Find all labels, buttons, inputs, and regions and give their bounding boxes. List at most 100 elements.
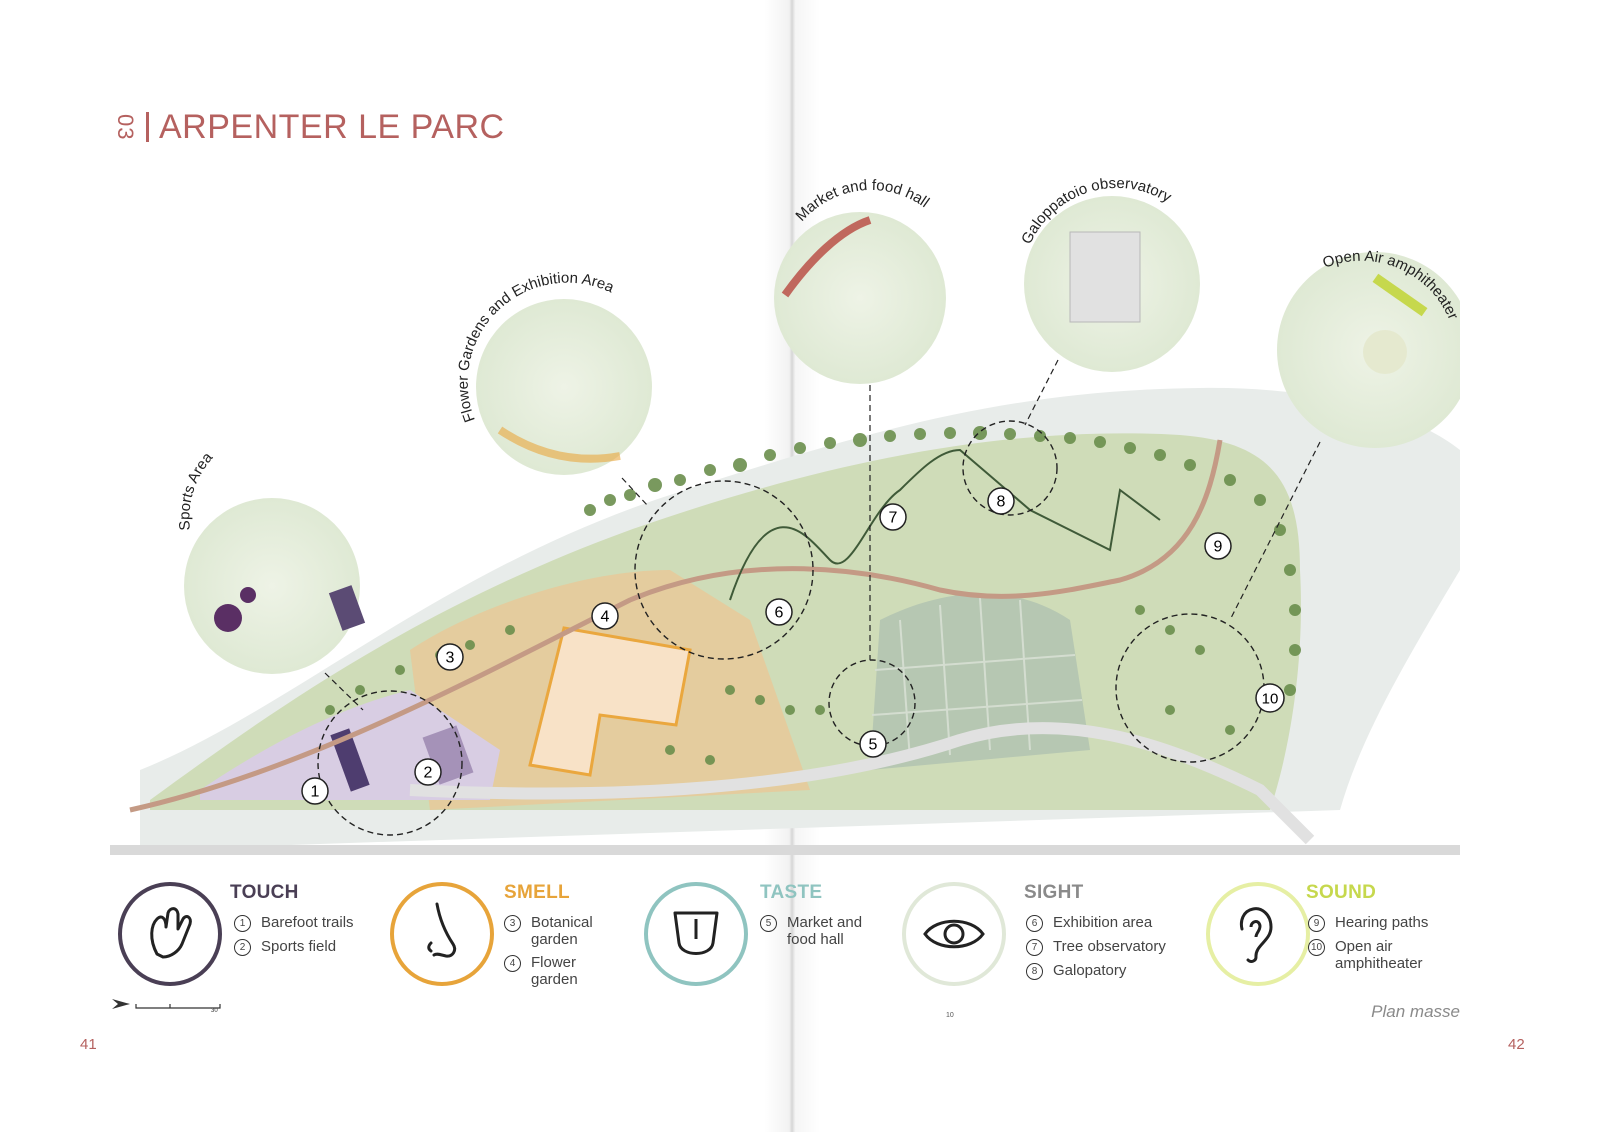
site-plan-svg	[110, 196, 1460, 855]
legend-sound: SOUND 9 Hearing paths 10 Open air amphithe…	[1206, 882, 1466, 992]
marker-1[interactable]: 1	[301, 777, 329, 805]
marker-7[interactable]: 7	[879, 503, 907, 531]
marker-6[interactable]: 6	[765, 598, 793, 626]
legend-item: 1 Barefoot trails	[234, 914, 354, 932]
legend-item: 2 Sports field	[234, 938, 354, 956]
amphitheater-label: Open Air amphitheater	[1321, 248, 1460, 322]
legend-sight: SIGHT 6 Exhibition area 7 Tree observatory…	[902, 882, 1202, 992]
legend-item: 9 Hearing paths	[1308, 914, 1448, 932]
legend-item-number: 5	[760, 915, 777, 932]
svg-text:7: 7	[889, 510, 898, 527]
galoppatoio-label: Galoppatoio observatory	[1018, 175, 1174, 247]
legend-item-number: 9	[1308, 915, 1325, 932]
tree-cluster	[325, 426, 1301, 765]
legend-item: 5 Market and food hall	[760, 914, 870, 948]
section-title: ARPENTER LE PARC	[159, 107, 505, 146]
marker-2[interactable]: 2	[414, 758, 442, 786]
legend-touch: TOUCH 1 Barefoot trails 2 Sports field	[118, 882, 378, 992]
legend-item-number: 8	[1026, 963, 1043, 980]
legend-item-label: Flower garden	[531, 954, 578, 988]
legend-items-touch: 1 Barefoot trails 2 Sports field	[234, 914, 354, 962]
section-heading: 03 ARPENTER LE PARC	[112, 104, 505, 150]
legend-item-label: Exhibition area	[1053, 914, 1153, 931]
tongue-icon	[644, 882, 748, 986]
marker-5[interactable]: 5	[859, 730, 887, 758]
hand-icon	[118, 882, 222, 986]
scale-label: 30	[211, 1008, 218, 1012]
legend-title-sight: SIGHT	[1024, 882, 1084, 903]
legend-item-label: Tree observatory	[1053, 938, 1166, 955]
ear-icon	[1206, 882, 1310, 986]
svg-text:6: 6	[775, 605, 784, 622]
eye-icon	[902, 882, 1006, 986]
legend-item-label: Market and food hall	[787, 914, 863, 948]
legend-items-sight: 6 Exhibition area 7 Tree observatory 8 Galo…	[1026, 914, 1166, 986]
marker-9[interactable]: 9	[1204, 532, 1232, 560]
svg-text:9: 9	[1214, 539, 1223, 556]
legend-item: 3 Botanical garden	[504, 914, 624, 948]
map-markers: 1 2 3 4 5 6 7 8 9 10	[301, 487, 1285, 805]
site-plan-map: Sports Area Flower Gardens and Exhibitio…	[110, 150, 1460, 870]
legend-items-sound: 9 Hearing paths 10 Open air amphitheater	[1308, 914, 1448, 978]
zigzag-trail	[729, 448, 1161, 601]
leader-lines	[324, 359, 1321, 711]
callout-labels: Sports Area Flower Gardens and Exhibitio…	[176, 175, 1460, 805]
legend-item-label: Sports field	[261, 938, 337, 955]
legend-item-label: Open air amphitheater	[1335, 938, 1423, 972]
marker-8[interactable]: 8	[987, 487, 1015, 515]
plan-caption: Plan masse	[1371, 1002, 1460, 1021]
flower-area-label: Flower Gardens and Exhibition Area	[455, 270, 618, 425]
marker-10[interactable]: 10	[1255, 683, 1285, 713]
svg-text:8: 8	[997, 494, 1006, 511]
curved-road	[409, 722, 1315, 845]
legend-item-number: 7	[1026, 939, 1043, 956]
north-arrow-icon	[112, 999, 130, 1009]
legend-taste: TASTE 5 Market and food hall	[644, 882, 894, 992]
nose-icon	[390, 882, 494, 986]
legend-item-label: Hearing paths	[1335, 914, 1429, 931]
legend-item: 8 Galopatory	[1026, 962, 1166, 980]
legend-item-number: 4	[504, 955, 521, 972]
svg-text:5: 5	[869, 737, 878, 754]
legend-item-label: Galopatory	[1053, 962, 1127, 979]
heading-divider	[146, 112, 149, 142]
legend-item-number: 3	[504, 915, 521, 932]
exhibition-building	[528, 626, 692, 777]
legend-item: 10 Open air amphitheater	[1308, 938, 1448, 972]
legend-smell: SMELL 3 Botanical garden 4 Flower garden	[390, 882, 640, 992]
page-number-left: 41	[80, 1036, 97, 1053]
legend-item: 7 Tree observatory	[1026, 938, 1166, 956]
callout-circles	[184, 196, 1460, 674]
legend-item-number: 10	[1308, 939, 1325, 956]
marker-4[interactable]: 4	[591, 602, 619, 630]
market-label: Market and food hall	[792, 177, 932, 225]
main-path	[129, 439, 1223, 813]
legend-items-smell: 3 Botanical garden 4 Flower garden	[504, 914, 624, 994]
svg-text:4: 4	[601, 609, 610, 626]
legend-item-number: 2	[234, 939, 251, 956]
legend-item-label: Barefoot trails	[261, 914, 354, 931]
svg-text:3: 3	[446, 650, 455, 667]
legend-title-smell: SMELL	[504, 882, 570, 903]
legend-item-number: 1	[234, 915, 251, 932]
sports-building	[330, 728, 370, 792]
svg-text:10: 10	[1262, 691, 1279, 708]
page-number-right: 42	[1508, 1036, 1525, 1053]
section-number: 03	[113, 114, 138, 141]
legend-item-number: 6	[1026, 915, 1043, 932]
legend-item: 6 Exhibition area	[1026, 914, 1166, 932]
legend-title-taste: TASTE	[760, 882, 823, 903]
svg-text:1: 1	[311, 784, 320, 801]
north-and-scale: 30	[112, 999, 221, 1012]
svg-text:2: 2	[424, 765, 433, 782]
legend-items-taste: 5 Market and food hall	[760, 914, 870, 954]
marker-3[interactable]: 3	[436, 643, 464, 671]
legend-title-touch: TOUCH	[230, 882, 299, 903]
legend-item-label: Botanical garden	[531, 914, 593, 948]
legend-item: 4 Flower garden	[504, 954, 624, 988]
scale-bar	[135, 1004, 221, 1009]
legend-title-sound: SOUND	[1306, 882, 1377, 903]
tiny-mark: 10	[946, 1012, 954, 1019]
sports-area-label: Sports Area	[176, 449, 216, 531]
